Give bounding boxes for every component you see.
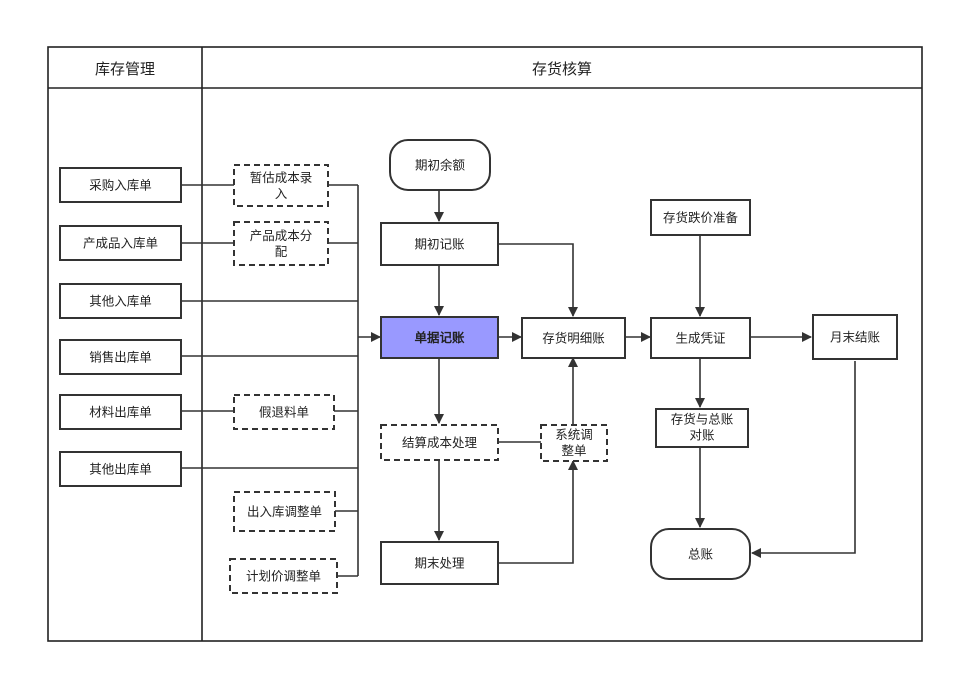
node-impairment[interactable]: 存货跌价准备 [650,199,751,236]
node-label: 采购入库单 [89,178,152,193]
node-label: 期初余额 [415,158,466,173]
node-label: 材料出库单 [89,405,152,420]
node-label: 存货明细账 [542,331,605,346]
node-label-line2: 整单 [561,443,586,458]
node-label-line1: 存货与总账 [671,412,734,427]
edges [181,184,856,577]
node-temp-cost[interactable]: 暂估成本录 入 [233,164,329,207]
node-label-line1: 产品成本分 [250,228,313,243]
node-label: 出入库调整单 [247,504,322,519]
node-label-line1: 系统调 [555,427,593,442]
node-label: 存货跌价准备 [663,210,739,225]
node-label: 销售出库单 [89,350,152,365]
node-other-in[interactable]: 其他入库单 [59,283,182,319]
node-label: 其他入库单 [89,294,152,309]
node-opening-posting[interactable]: 期初记账 [380,222,499,266]
node-material-out[interactable]: 材料出库单 [59,394,182,430]
node-label: 总账 [688,547,714,562]
node-label-line1: 暂估成本录 [250,170,313,185]
lane-title-accounting: 存货核算 [532,60,592,78]
node-general-ledger[interactable]: 总账 [650,528,751,580]
node-settle-cost[interactable]: 结算成本处理 [380,424,499,461]
node-label: 期末处理 [414,556,465,571]
node-label-line2: 入 [275,186,288,201]
node-reconcile[interactable]: 存货与总账 对账 [655,408,749,448]
node-label: 其他出库单 [89,462,152,477]
node-product-in[interactable]: 产成品入库单 [59,225,182,261]
lane-title-inventory: 库存管理 [95,60,155,78]
node-label: 月末结账 [830,330,881,345]
node-product-cost[interactable]: 产品成本分 配 [233,221,329,266]
node-sales-out[interactable]: 销售出库单 [59,339,182,375]
node-plan-adjust[interactable]: 计划价调整单 [229,558,338,594]
node-label: 假退料单 [259,405,309,420]
node-other-out[interactable]: 其他出库单 [59,451,182,487]
node-doc-posting[interactable]: 单据记账 [380,316,499,359]
node-system-adjust[interactable]: 系统调 整单 [540,424,608,462]
node-label-line2: 对账 [689,428,715,443]
node-month-close[interactable]: 月末结账 [812,314,898,360]
node-io-adjust[interactable]: 出入库调整单 [233,491,336,532]
node-label-line2: 配 [275,244,288,259]
node-label: 计划价调整单 [246,569,321,584]
node-gen-voucher[interactable]: 生成凭证 [650,317,751,359]
node-period-end[interactable]: 期末处理 [380,541,499,585]
node-label: 结算成本处理 [402,435,478,450]
node-inventory-detail[interactable]: 存货明细账 [521,317,626,359]
node-label: 期初记账 [414,237,465,252]
node-opening-balance[interactable]: 期初余额 [389,139,491,191]
node-fake-return[interactable]: 假退料单 [233,394,335,430]
node-label: 产成品入库单 [83,236,158,251]
swimlane-frame [47,46,923,642]
node-label: 生成凭证 [675,331,726,346]
node-purchase-in[interactable]: 采购入库单 [59,167,182,203]
node-label: 单据记账 [414,330,465,345]
